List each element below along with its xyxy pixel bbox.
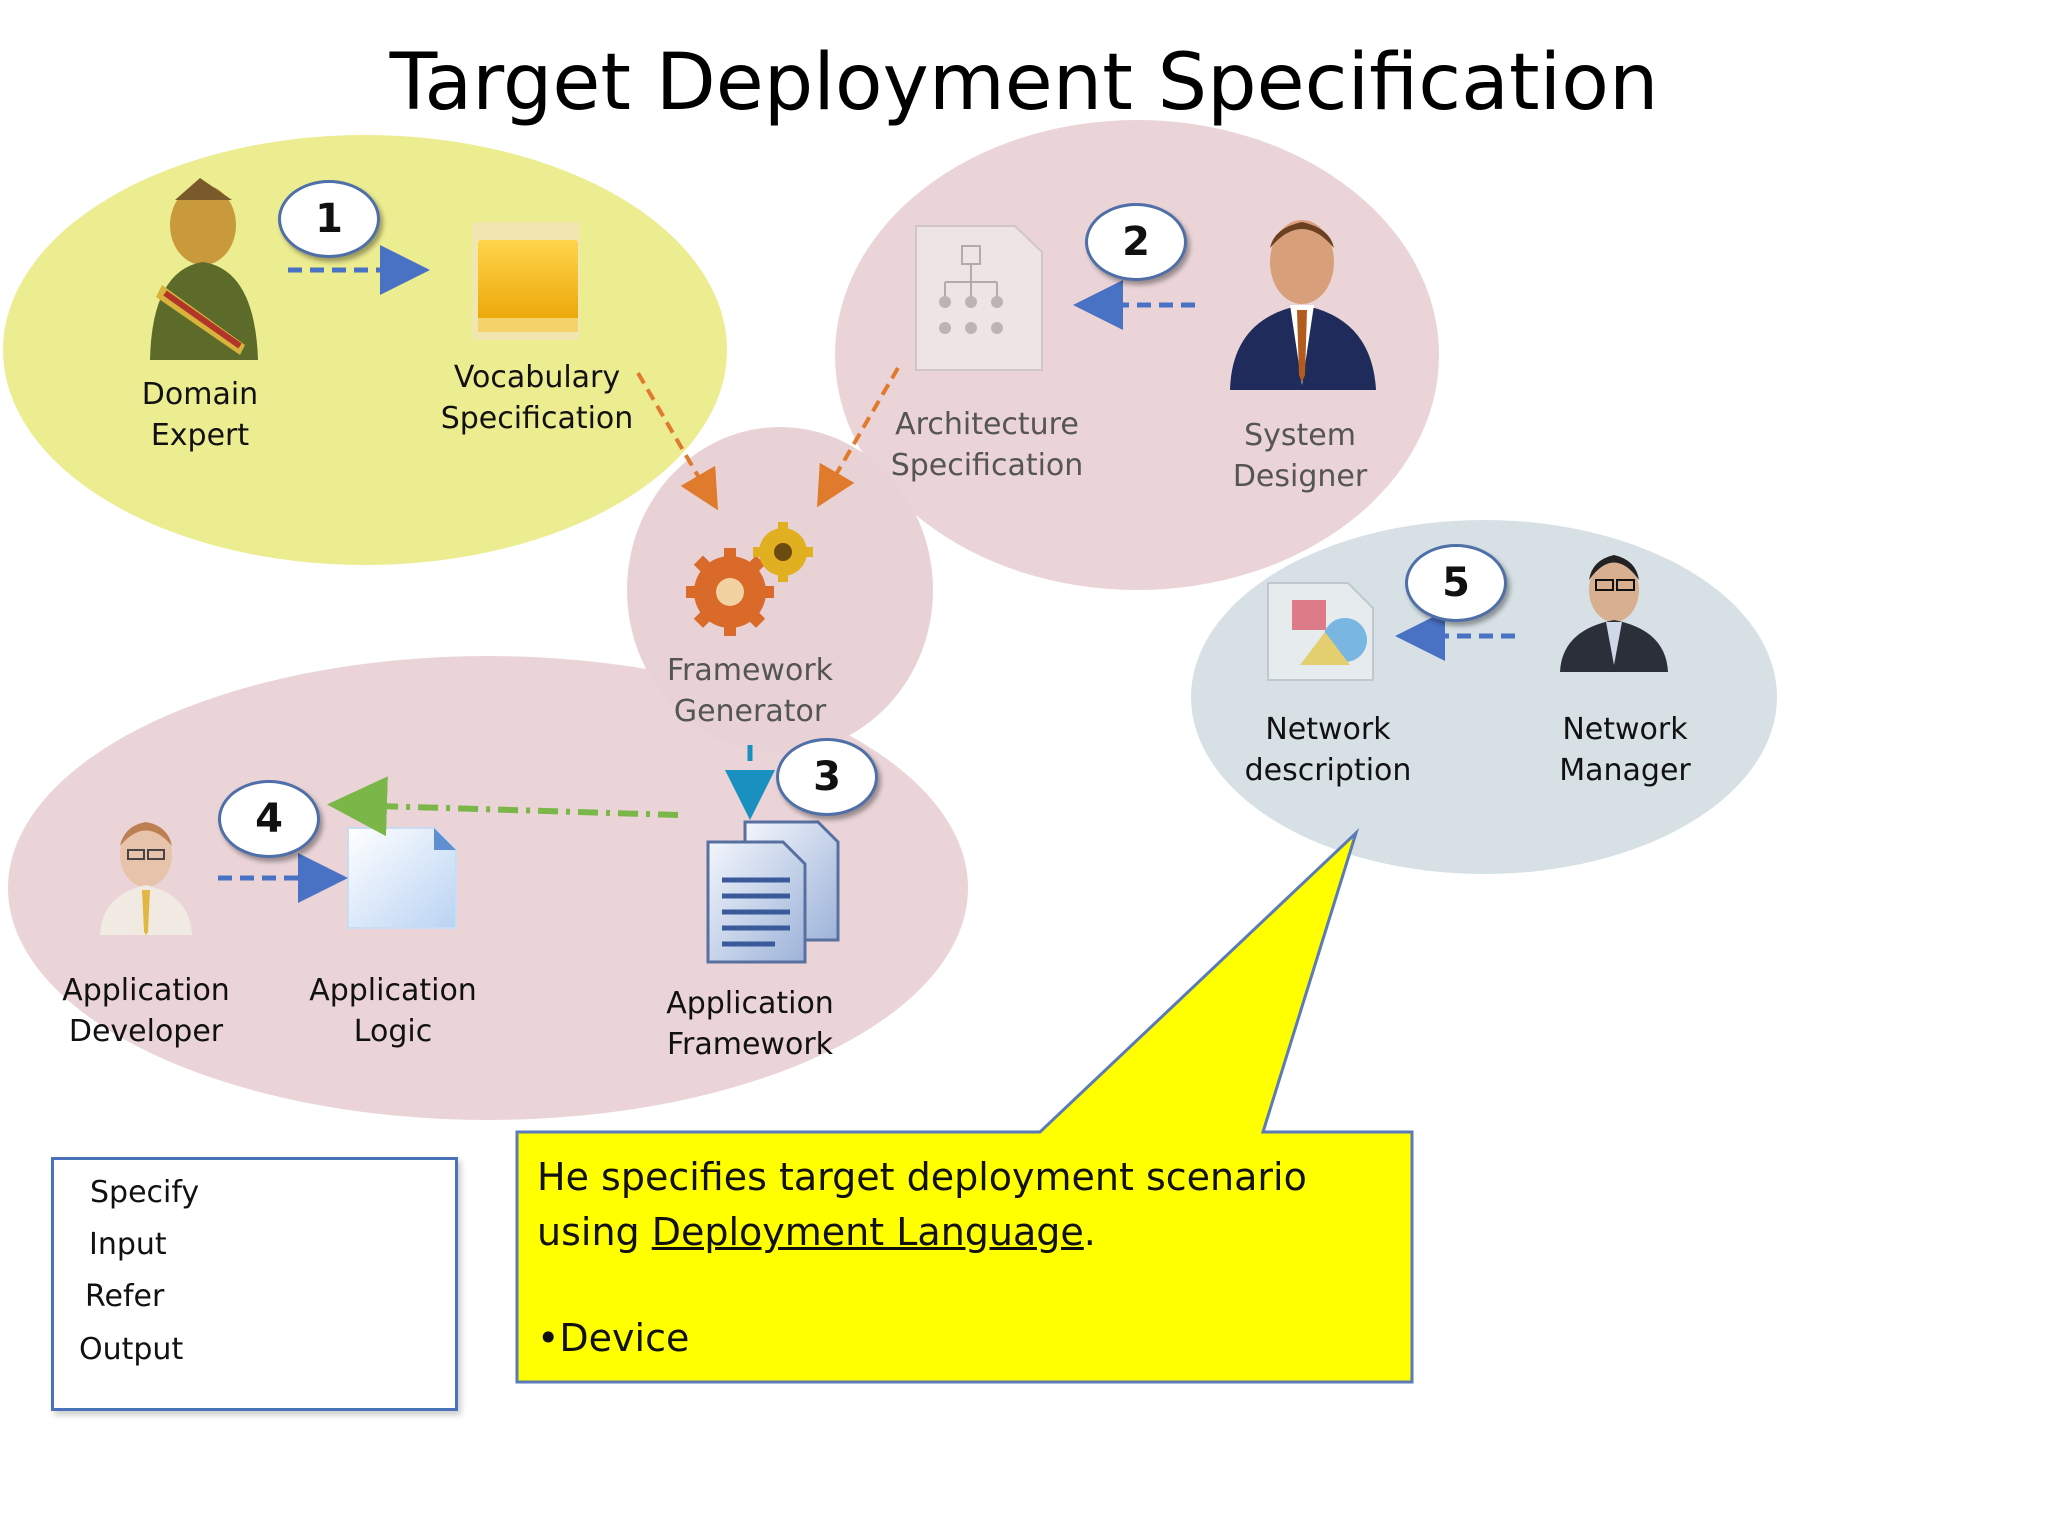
legend-refer-label: Refer	[85, 1279, 165, 1314]
step-badge-4: 4	[218, 780, 320, 858]
vocabulary-spec-icon	[472, 222, 580, 340]
refer-arrow-framework-logic	[327, 776, 679, 837]
input-arrow-architecture	[816, 366, 900, 508]
application-framework-icon	[706, 820, 840, 964]
architecture-spec-icon	[915, 225, 1043, 371]
callout-text: He specifies target deployment scenario …	[537, 1150, 1397, 1260]
application-developer-icon	[100, 822, 192, 935]
step-badge-2: 2	[1085, 203, 1187, 281]
system-designer-icon	[1230, 220, 1376, 390]
legend-specify-label: Specify	[90, 1175, 200, 1210]
slide-title: Target Deployment Specification	[389, 38, 1659, 128]
step-badge-3: 3	[776, 738, 878, 816]
input-arrow-vocabulary	[636, 371, 719, 511]
domain-expert-icon	[150, 178, 258, 360]
callout-bubble	[515, 827, 1414, 1384]
callout-text-after: .	[1083, 1210, 1096, 1254]
legend-box	[51, 1157, 458, 1411]
callout-bullet-device: •Device	[537, 1316, 690, 1360]
network-description-icon	[1267, 582, 1374, 681]
step-badge-1: 1	[278, 180, 380, 258]
application-logic-icon	[347, 827, 457, 929]
framework-generator-icon	[686, 522, 813, 636]
network-manager-icon	[1560, 555, 1668, 672]
legend-input-label: Input	[89, 1227, 167, 1262]
legend-output-label: Output	[79, 1332, 184, 1367]
step-badge-5: 5	[1405, 544, 1507, 622]
callout-text-before: He specifies target deployment scenario …	[537, 1155, 1307, 1254]
deployment-language-link[interactable]: Deployment Language	[651, 1210, 1084, 1254]
